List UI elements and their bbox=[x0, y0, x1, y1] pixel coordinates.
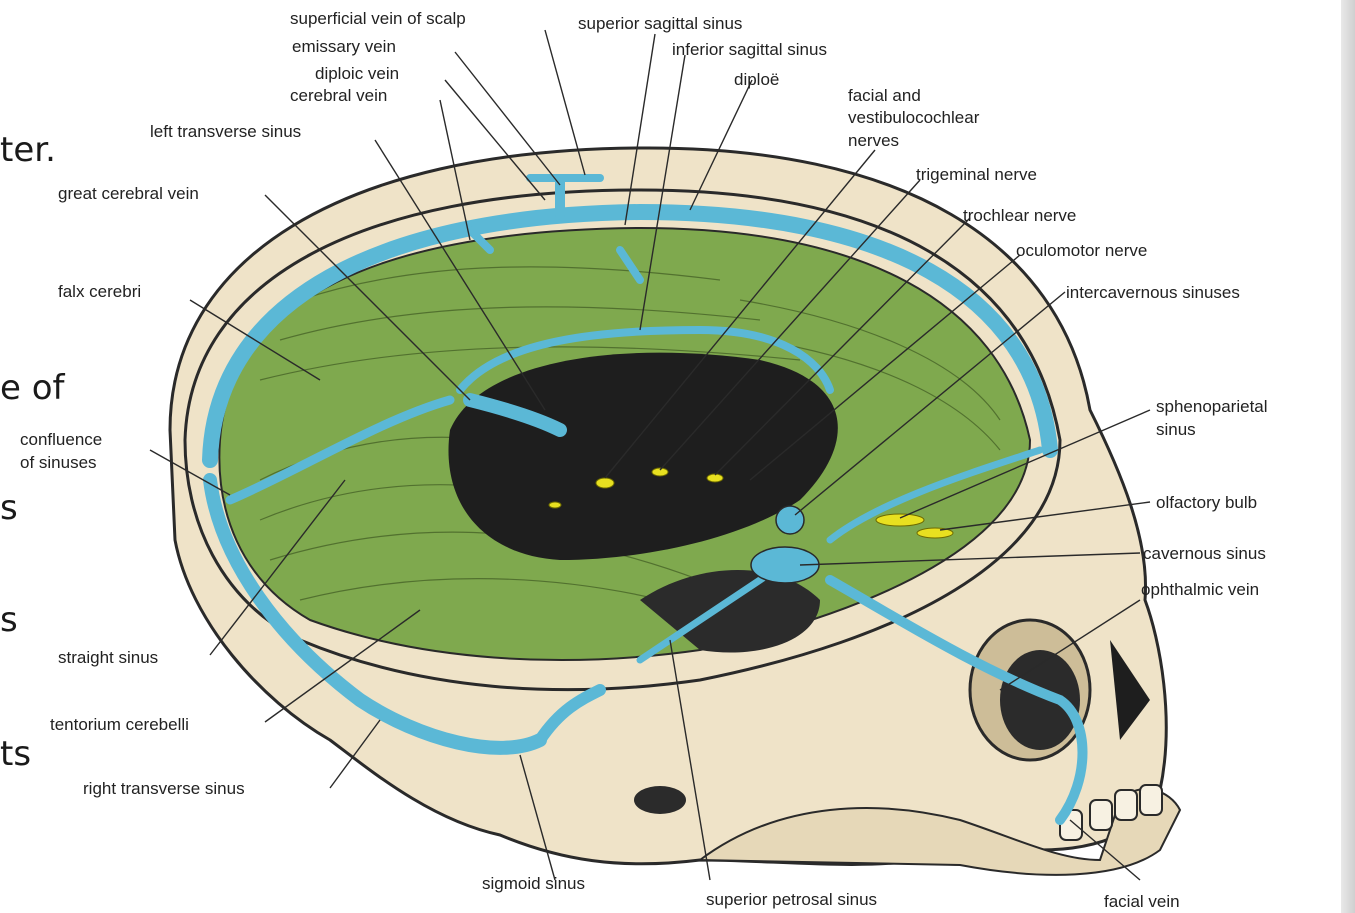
label-facial-vestibulocochlear-1: facial and bbox=[848, 86, 921, 106]
label-diploe: diploë bbox=[734, 70, 779, 90]
label-tentorium-cerebelli: tentorium cerebelli bbox=[50, 715, 189, 735]
label-falx-cerebri: falx cerebri bbox=[58, 282, 141, 302]
ear-canal bbox=[634, 786, 686, 814]
label-trigeminal-nerve: trigeminal nerve bbox=[916, 165, 1037, 185]
slide-edge bbox=[1341, 0, 1355, 913]
label-emissary-vein: emissary vein bbox=[292, 37, 396, 57]
label-cerebral-vein: cerebral vein bbox=[290, 86, 387, 106]
label-confluence-of-sinuses-1: confluence bbox=[20, 430, 102, 450]
label-trochlear-nerve: trochlear nerve bbox=[963, 206, 1076, 226]
label-superior-petrosal-sinus: superior petrosal sinus bbox=[706, 890, 877, 910]
label-sphenoparietal-sinus-1: sphenoparietal bbox=[1156, 397, 1268, 417]
label-confluence-of-sinuses-2: of sinuses bbox=[20, 453, 97, 473]
label-sphenoparietal-sinus-2: sinus bbox=[1156, 420, 1196, 440]
label-straight-sinus: straight sinus bbox=[58, 648, 158, 668]
label-facial-vestibulocochlear-3: nerves bbox=[848, 131, 899, 151]
label-facial-vestibulocochlear-2: vestibulocochlear bbox=[848, 108, 979, 128]
label-diploic-vein: diploic vein bbox=[315, 64, 399, 84]
label-left-transverse-sinus: left transverse sinus bbox=[150, 122, 301, 142]
label-facial-vein: facial vein bbox=[1104, 892, 1180, 912]
label-olfactory-bulb: olfactory bulb bbox=[1156, 493, 1257, 513]
label-great-cerebral-vein: great cerebral vein bbox=[58, 184, 199, 204]
label-ophthalmic-vein: ophthalmic vein bbox=[1141, 580, 1259, 600]
label-superior-sagittal-sinus: superior sagittal sinus bbox=[578, 14, 742, 34]
label-sigmoid-sinus: sigmoid sinus bbox=[482, 874, 585, 894]
label-cavernous-sinus: cavernous sinus bbox=[1143, 544, 1266, 564]
label-oculomotor-nerve: oculomotor nerve bbox=[1016, 241, 1147, 261]
label-inferior-sagittal-sinus: inferior sagittal sinus bbox=[672, 40, 827, 60]
label-superficial-vein-of-scalp: superficial vein of scalp bbox=[290, 9, 466, 29]
label-right-transverse-sinus: right transverse sinus bbox=[83, 779, 245, 799]
label-intercavernous-sinuses: intercavernous sinuses bbox=[1066, 283, 1240, 303]
